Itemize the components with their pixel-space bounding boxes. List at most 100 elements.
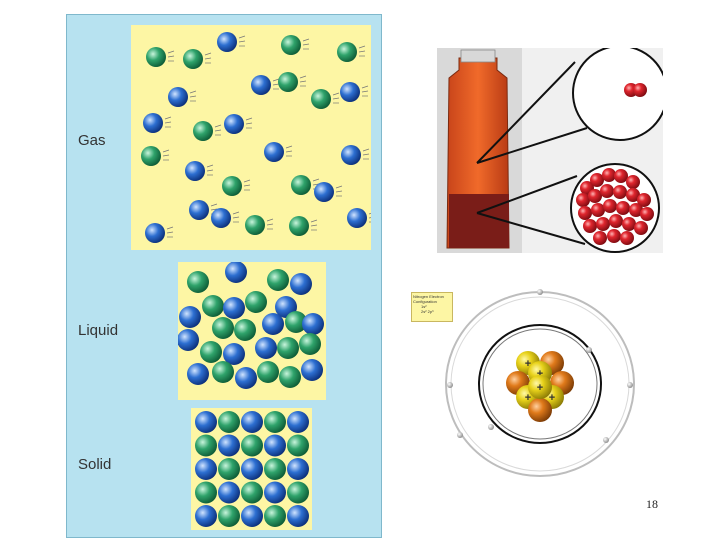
liquid-particle <box>223 297 245 319</box>
liquid-particle <box>245 291 267 313</box>
bromine-molecule <box>634 221 648 235</box>
gas-particle <box>340 82 360 102</box>
bromine-molecule <box>613 185 627 199</box>
bromine-molecule <box>640 207 654 221</box>
liquid-particle <box>179 306 201 328</box>
liquid-particle <box>290 273 312 295</box>
gas-particle <box>251 75 271 95</box>
solid-particle <box>241 505 263 527</box>
solid-particle <box>264 458 286 480</box>
solid-particle <box>241 458 263 480</box>
bromine-molecule <box>616 201 630 215</box>
gas-particle <box>291 175 311 195</box>
liquid-particle <box>212 317 234 339</box>
gas-particle <box>264 142 284 162</box>
solid-particle <box>195 435 217 457</box>
gas-particle <box>278 72 298 92</box>
bromine-molecule <box>590 173 604 187</box>
gas-box <box>131 25 371 250</box>
solid-particles <box>191 408 312 530</box>
gas-label: Gas <box>78 132 106 149</box>
gas-particle <box>222 176 242 196</box>
bromine-molecule <box>583 219 597 233</box>
bromine-molecule <box>596 217 610 231</box>
liquid-particle <box>277 337 299 359</box>
gas-particle <box>281 35 301 55</box>
slide-number: 18 <box>646 497 658 512</box>
bromine-molecule <box>622 217 636 231</box>
liquid-particle <box>225 262 247 283</box>
gas-particle <box>183 49 203 69</box>
bromine-molecule <box>578 206 592 220</box>
gas-particle <box>168 87 188 107</box>
solid-particle <box>287 411 309 433</box>
gas-particle <box>245 215 265 235</box>
gas-particle <box>341 145 361 165</box>
plus-sign-icon: + <box>537 382 543 394</box>
liquid-particle <box>178 329 199 351</box>
bromine-molecule <box>607 229 621 243</box>
solid-particle <box>241 482 263 504</box>
liquid-particle <box>279 366 301 388</box>
solid-particle <box>287 435 309 457</box>
electron <box>537 289 543 295</box>
gas-particle <box>143 113 163 133</box>
liquid-particle <box>302 313 324 335</box>
solid-particle <box>241 411 263 433</box>
bromine-molecule <box>620 231 634 245</box>
liquid-particle <box>301 359 323 381</box>
liquid-particle <box>212 361 234 383</box>
gas-particle <box>146 47 166 67</box>
liquid-particle <box>187 363 209 385</box>
bromine-molecule <box>576 193 590 207</box>
solid-particle <box>218 482 240 504</box>
liquid-particles <box>178 262 326 400</box>
solid-particle <box>264 505 286 527</box>
solid-box <box>191 408 312 530</box>
gas-particle <box>193 121 213 141</box>
solid-particle <box>264 435 286 457</box>
liquid-box <box>178 262 326 400</box>
solid-label: Solid <box>78 456 111 473</box>
solid-particle <box>218 435 240 457</box>
solid-particle <box>287 482 309 504</box>
bromine-molecule <box>600 184 614 198</box>
bromine-molecule <box>602 168 616 182</box>
bromine-molecule <box>614 169 628 183</box>
electron <box>488 424 494 430</box>
electron <box>627 382 633 388</box>
neutron <box>528 398 552 422</box>
solid-particle <box>287 458 309 480</box>
gas-particle <box>145 223 165 243</box>
liquid-particle <box>200 341 222 363</box>
liquid-particle <box>235 367 257 389</box>
solid-particle <box>195 458 217 480</box>
liquid-particle <box>255 337 277 359</box>
solid-particle <box>195 505 217 527</box>
nitrogen-atom-diagram: +++++ <box>440 285 640 485</box>
solid-particle <box>264 411 286 433</box>
bromine-molecule <box>626 175 640 189</box>
liquid-particle <box>187 271 209 293</box>
gas-particle <box>289 216 309 236</box>
gas-particle <box>311 89 331 109</box>
electron <box>603 437 609 443</box>
gas-particle <box>314 182 334 202</box>
gas-particles <box>131 25 371 250</box>
liquid-particle <box>299 333 321 355</box>
solid-particle <box>218 458 240 480</box>
gas-particle <box>141 146 161 166</box>
electron <box>447 382 453 388</box>
gas-particle <box>224 114 244 134</box>
liquid-label: Liquid <box>78 322 118 339</box>
liquid-particle <box>202 295 224 317</box>
gas-particle <box>347 208 367 228</box>
bromine-molecule <box>591 203 605 217</box>
solid-particle <box>195 411 217 433</box>
solid-particle <box>218 505 240 527</box>
gas-particle <box>217 32 237 52</box>
bromine-molecule <box>588 189 602 203</box>
gas-particle <box>337 42 357 62</box>
bromine-molecule <box>603 199 617 213</box>
gas-particle <box>189 200 209 220</box>
